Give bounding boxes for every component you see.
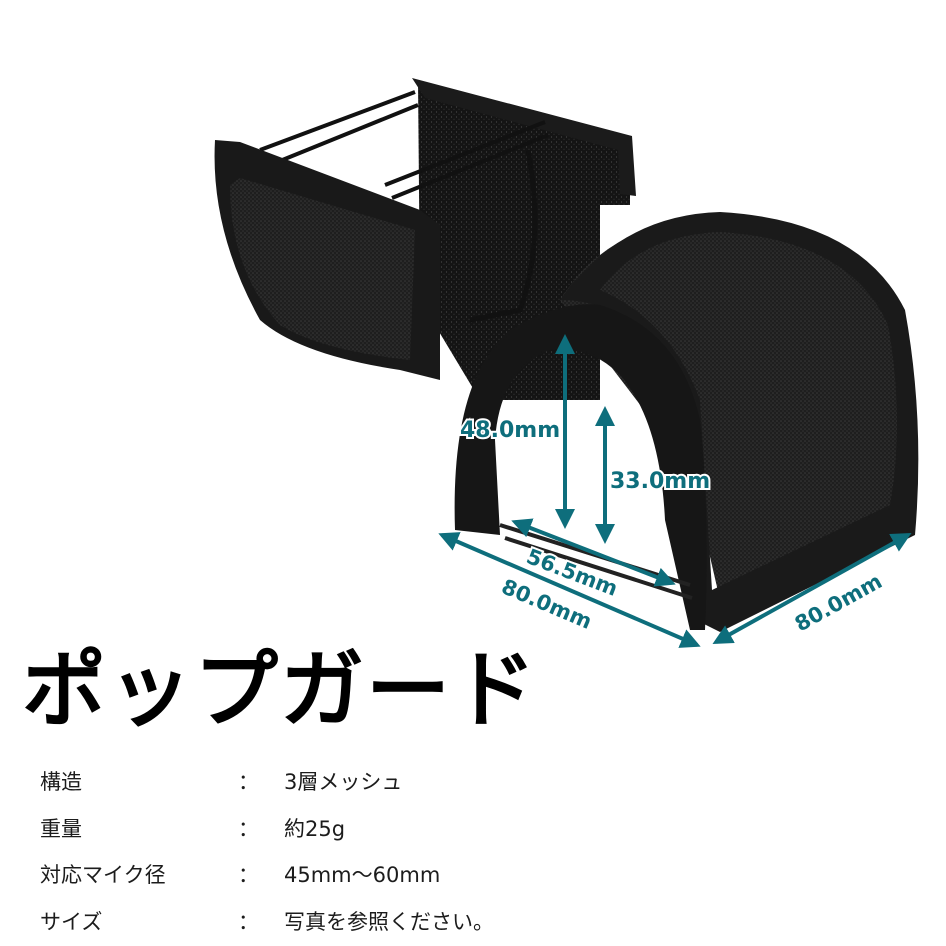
spec-label: 構造 [40, 770, 82, 795]
outer-width-arrow [712, 533, 912, 644]
spec-value: 3層メッシュ [284, 770, 403, 795]
spec-row-weight: 重量 ： 約25g [40, 805, 560, 852]
dimension-annotations [438, 334, 912, 648]
spec-row-structure: 構造 ： 3層メッシュ [40, 758, 560, 805]
back-pop-filter-unit [214, 78, 636, 400]
spec-label: 対応マイク径 [40, 863, 166, 888]
spec-table: 構造 ： 3層メッシュ 重量 ： 約25g 対応マイク径 ： 45mm～60mm… [40, 758, 560, 944]
spec-label: サイズ [40, 909, 103, 934]
spec-separator: ： [238, 863, 259, 888]
spec-row-size: サイズ ： 写真を参照ください。 [40, 898, 560, 945]
spec-row-mic-diameter: 対応マイク径 ： 45mm～60mm [40, 851, 560, 898]
spec-separator: ： [238, 770, 259, 795]
product-title: ポップガード [22, 641, 539, 739]
spec-separator: ： [238, 816, 259, 841]
spec-value: 約25g [284, 816, 346, 841]
outer-depth-arrow [438, 532, 701, 648]
inner-arch-height-label: 33.0mm [610, 469, 710, 494]
spec-separator: ： [238, 909, 259, 934]
inner-height-label: 48.0mm [460, 418, 560, 443]
spec-value: 45mm～60mm [284, 863, 441, 888]
spec-label: 重量 [40, 816, 82, 841]
spec-value: 写真を参照ください。 [284, 909, 494, 934]
product-photo: 48.0mm 33.0mm 56.5mm 80.0mm 80.0mm [214, 78, 919, 648]
